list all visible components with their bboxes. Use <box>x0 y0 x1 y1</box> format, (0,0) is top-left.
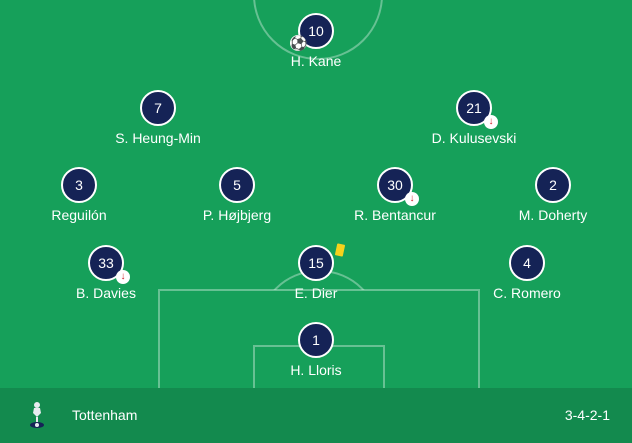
sub-off-arrow-icon: ↓ <box>116 270 130 284</box>
shirt-number[interactable]: 10⚽ <box>290 13 334 51</box>
yellow-card-icon <box>334 243 346 257</box>
sub-off-arrow-icon: ↓ <box>484 115 498 129</box>
shirt-number[interactable]: 15 <box>298 243 346 281</box>
player[interactable]: 1 H. Lloris <box>236 322 396 378</box>
player[interactable]: 15 E. Dier <box>236 243 396 301</box>
penalty-area <box>158 289 480 388</box>
player-name: R. Bentancur <box>354 207 436 223</box>
shirt-number[interactable]: 1 <box>298 322 334 358</box>
player[interactable]: 4 C. Romero <box>447 245 607 301</box>
player[interactable]: 10⚽ H. Kane <box>236 13 396 69</box>
player-name: B. Davies <box>76 285 136 301</box>
shirt-number[interactable]: 2 <box>535 167 571 203</box>
player-name: D. Kulusevski <box>431 130 517 146</box>
team-name: Tottenham <box>72 407 138 423</box>
player-name: M. Doherty <box>518 207 588 223</box>
player[interactable]: 21↓D. Kulusevski <box>394 90 554 146</box>
shirt-number[interactable]: 5 <box>219 167 255 203</box>
shirt-number[interactable]: 3 <box>61 167 97 203</box>
formation: 3-4-2-1 <box>564 407 610 423</box>
player-name: P. Højbjerg <box>202 207 272 223</box>
player[interactable]: 30↓R. Bentancur <box>315 167 475 223</box>
soccer-ball-icon: ⚽ <box>290 35 308 51</box>
player[interactable]: 2 M. Doherty <box>473 167 632 223</box>
sub-off-arrow-icon: ↓ <box>405 192 419 206</box>
player[interactable]: 7 S. Heung-Min <box>78 90 238 146</box>
shirt-number[interactable]: 30↓ <box>377 167 419 206</box>
player[interactable]: 33↓B. Davies <box>26 245 186 301</box>
player-name: S. Heung-Min <box>115 130 201 146</box>
player[interactable]: 5 P. Højbjerg <box>157 167 317 223</box>
shirt-number[interactable]: 7 <box>140 90 176 126</box>
shirt-number[interactable]: 21↓ <box>456 90 498 129</box>
player-name: C. Romero <box>493 285 561 301</box>
shirt-number[interactable]: 4 <box>509 245 545 281</box>
shirt-number[interactable]: 33↓ <box>88 245 130 284</box>
player-name: Reguilón <box>51 207 107 223</box>
player-name: E. Dier <box>294 285 338 301</box>
tottenham-cockerel-crest-icon <box>26 401 48 429</box>
team-footer: Tottenham 3-4-2-1 <box>0 388 632 443</box>
player-name: H. Kane <box>290 53 342 69</box>
player-name: H. Lloris <box>290 362 342 378</box>
